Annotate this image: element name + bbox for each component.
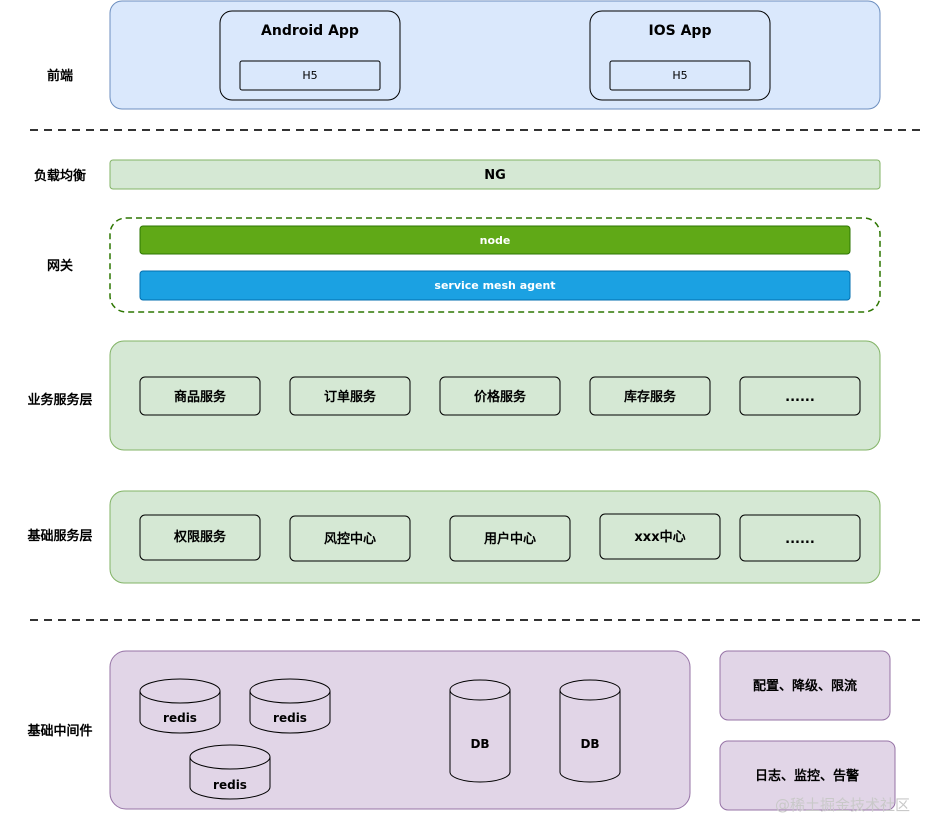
business-services: 商品服务 订单服务 价格服务 库存服务 ...... (139, 376, 861, 416)
config-box (719, 650, 891, 721)
service-box (139, 514, 261, 561)
service-box (289, 376, 411, 416)
service-label: 商品服务 (174, 389, 227, 405)
service-box (289, 515, 411, 562)
db-label: DB (580, 737, 599, 751)
service-box (439, 376, 561, 416)
ios-app-title: IOS App (649, 23, 712, 39)
node-label: node (480, 234, 511, 247)
service-box (739, 514, 861, 562)
service-label: 风控中心 (324, 531, 376, 547)
service-label: xxx中心 (634, 529, 685, 545)
db-label: DB (470, 737, 489, 751)
layer-label-gateway: 网关 (47, 258, 73, 274)
ng-label: NG (484, 168, 506, 183)
android-app-title: Android App (261, 23, 359, 39)
service-label: 价格服务 (474, 389, 527, 405)
db-cylinder: DB (449, 679, 511, 783)
service-label: 库存服务 (624, 389, 677, 405)
monitor-box (719, 740, 896, 811)
android-h5-label: H5 (302, 69, 317, 82)
db-cylinder: DB (559, 679, 621, 783)
redis-cylinder: redis (249, 678, 331, 734)
redis-cylinder: redis (139, 678, 221, 734)
android-h5-box (239, 60, 381, 91)
service-label: 权限服务 (173, 529, 227, 545)
config-label: 配置、降级、限流 (753, 678, 857, 694)
monitor-label: 日志、监控、告警 (755, 768, 859, 784)
gateway-group (109, 217, 881, 313)
redis-label: redis (163, 711, 197, 725)
ios-h5-box (609, 60, 751, 91)
layer-label-frontend: 前端 (47, 68, 73, 84)
layer-label-middleware: 基础中间件 (26, 723, 92, 739)
service-mesh-label: service mesh agent (434, 279, 555, 292)
watermark: @稀土掘金技术社区 (775, 796, 910, 814)
ng-bar (109, 159, 881, 190)
service-box (599, 513, 721, 560)
layer-label-base-service: 基础服务层 (26, 528, 92, 544)
layer-label-load-balance: 负载均衡 (34, 168, 86, 184)
service-label: ...... (785, 390, 815, 405)
redis-label: redis (213, 778, 247, 792)
service-label: 订单服务 (324, 389, 377, 405)
node-bar (139, 225, 851, 255)
service-box (589, 376, 711, 416)
service-mesh-bar (139, 270, 851, 301)
service-box (739, 376, 861, 416)
service-label: ...... (785, 532, 815, 547)
ios-h5-label: H5 (672, 69, 687, 82)
redis-label: redis (273, 711, 307, 725)
redis-cylinder: redis (189, 744, 271, 800)
base-services: 权限服务 风控中心 用户中心 xxx中心 ...... (139, 513, 861, 562)
service-box (449, 515, 571, 562)
service-label: 用户中心 (483, 531, 536, 547)
service-box (139, 376, 261, 416)
layer-label-business: 业务服务层 (27, 392, 92, 408)
